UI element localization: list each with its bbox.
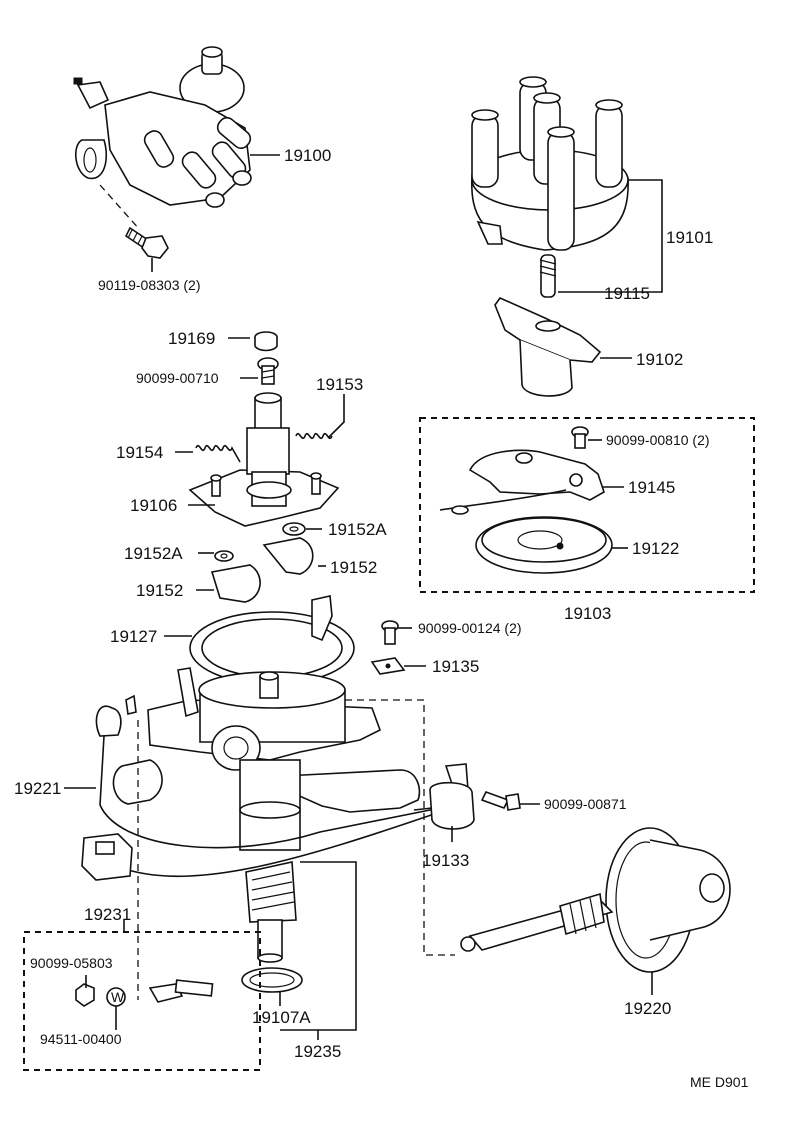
spring-19153-drawing bbox=[295, 432, 333, 440]
label-19115: 19115 bbox=[604, 284, 650, 303]
clip-19152A-left-drawing bbox=[214, 550, 234, 562]
label-19169: 19169 bbox=[168, 329, 215, 348]
label-19221: 19221 bbox=[14, 779, 61, 798]
diagram-code: ME D901 bbox=[690, 1074, 749, 1090]
label-19152-left: 19152 bbox=[136, 581, 183, 600]
washer-mark: W bbox=[111, 989, 125, 1005]
breaker-assembly-box bbox=[419, 417, 755, 593]
label-90099-00124: 90099-00124 (2) bbox=[418, 620, 522, 636]
screw-90099-00810-drawing bbox=[571, 426, 589, 449]
label-90119-08303: 90119-08303 (2) bbox=[98, 277, 200, 293]
condenser-19133-drawing bbox=[413, 763, 475, 830]
vacuum-advance-19220-drawing bbox=[460, 827, 731, 973]
spring-19115-drawing bbox=[539, 254, 557, 298]
label-19107A: 19107A bbox=[252, 1008, 311, 1027]
label-19145: 19145 bbox=[628, 478, 675, 497]
label-90099-00871: 90099-00871 bbox=[544, 796, 627, 812]
governor-shaft-19106-drawing bbox=[188, 392, 340, 527]
screw-90099-00124-drawing bbox=[381, 620, 399, 645]
nut-90099-05803-drawing bbox=[75, 983, 95, 1007]
label-19231: 19231 bbox=[84, 905, 131, 924]
label-19135: 19135 bbox=[432, 657, 479, 676]
spring-19154-drawing bbox=[195, 444, 241, 463]
label-90099-00710: 90099-00710 bbox=[136, 370, 219, 386]
label-19152A-left: 19152A bbox=[124, 544, 183, 563]
label-19102: 19102 bbox=[636, 350, 683, 369]
label-19154: 19154 bbox=[116, 443, 163, 462]
wire-kit-box bbox=[23, 931, 261, 1071]
label-19101: 19101 bbox=[666, 228, 713, 247]
label-19103: 19103 bbox=[564, 604, 611, 623]
ring-19127-drawing bbox=[189, 595, 355, 685]
label-19152A-right: 19152A bbox=[328, 520, 387, 539]
label-19153: 19153 bbox=[316, 375, 363, 394]
label-19133: 19133 bbox=[422, 851, 469, 870]
distributor-assembly-drawing bbox=[73, 46, 252, 208]
bolt-90119-drawing bbox=[124, 226, 169, 259]
label-19100: 19100 bbox=[284, 146, 331, 165]
distributor-housing-drawing bbox=[147, 667, 421, 963]
weight-19152-right-drawing bbox=[262, 537, 314, 575]
plate-19135-drawing bbox=[370, 657, 406, 675]
label-90099-00810: 90099-00810 (2) bbox=[606, 432, 710, 448]
terminal-19231-drawing bbox=[148, 979, 214, 1003]
screw-90099-00710-drawing bbox=[257, 357, 279, 385]
label-19152-right: 19152 bbox=[330, 558, 377, 577]
label-19127: 19127 bbox=[110, 627, 157, 646]
breaker-plate-19145-drawing bbox=[439, 449, 605, 515]
label-19106: 19106 bbox=[130, 496, 177, 515]
screw-90099-00871-drawing bbox=[480, 791, 521, 811]
distributor-cap-drawing bbox=[470, 76, 629, 251]
plate-19122-drawing bbox=[475, 516, 613, 574]
label-19122: 19122 bbox=[632, 539, 679, 558]
label-90099-05803: 90099-05803 bbox=[30, 955, 113, 971]
label-19220: 19220 bbox=[624, 999, 671, 1018]
label-94511-00400: 94511-00400 bbox=[40, 1031, 122, 1047]
plug-19169-drawing bbox=[254, 331, 278, 352]
o-ring-19107A-drawing bbox=[241, 967, 303, 993]
weight-19152-left-drawing bbox=[210, 564, 261, 603]
label-19235: 19235 bbox=[294, 1042, 341, 1061]
clip-19152A-right-drawing bbox=[282, 522, 306, 536]
rotor-19102-drawing bbox=[494, 297, 602, 397]
